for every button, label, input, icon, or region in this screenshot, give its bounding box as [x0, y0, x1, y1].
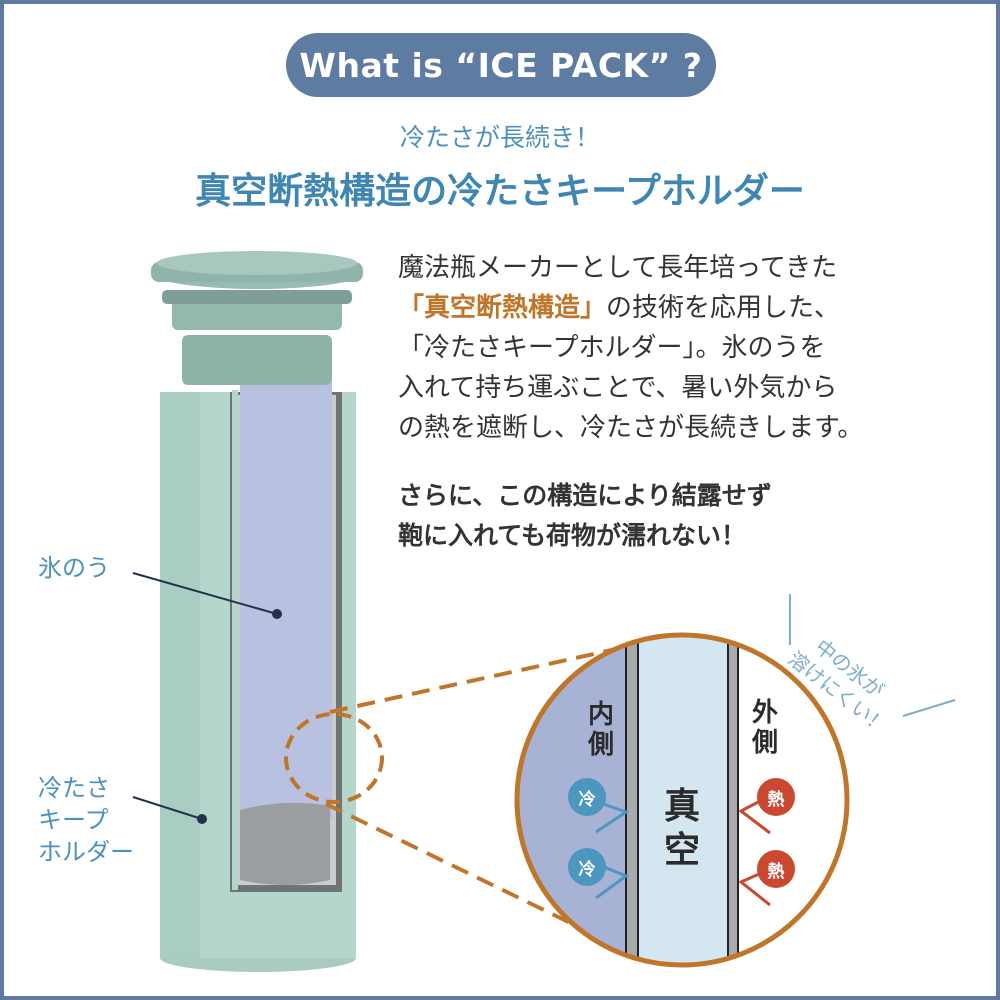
- heat-badge: 熱: [767, 790, 785, 810]
- description: 魔法瓶メーカーとして長年培ってきた 「真空断熱構造」の技術を応用した、 「冷たさ…: [398, 248, 863, 448]
- description-text: の技術を応用した、: [606, 293, 841, 323]
- holder-label-line: ホルダー: [38, 838, 134, 866]
- heading: 真空断熱構造の冷たさキープホルダー: [195, 171, 805, 212]
- zoom-focus-circle: [284, 712, 384, 804]
- bottle-illustration: [151, 251, 363, 972]
- subtitle: 冷たさが長続き！: [399, 123, 600, 152]
- description-line: 「冷たさキープホルダー」。氷のうを: [398, 333, 826, 363]
- emphasis: さらに、この構造により結露せず 鞄に入れても荷物が濡れない！: [398, 476, 772, 556]
- emphasis-line: 鞄に入れても荷物が濡れない！: [398, 521, 747, 550]
- holder-label-line: 冷たさ: [38, 774, 110, 802]
- cold-badge: 冷: [578, 860, 596, 880]
- holder-label: 冷たさ キープ ホルダー: [38, 772, 134, 868]
- heat-badge: 熱: [767, 862, 785, 882]
- description-line: の熱を遮断し、冷たさが長続きします。: [398, 413, 864, 443]
- outer-side-label: 外側: [752, 698, 779, 758]
- title-pill: What is “ICE PACK” ?: [286, 33, 716, 97]
- holder-pointer-dot: [197, 814, 207, 824]
- vacuum-label: 真空: [664, 786, 701, 871]
- description-line: 魔法瓶メーカーとして長年培ってきた: [398, 253, 838, 283]
- ice-bag-leader-line: [132, 572, 278, 615]
- ice-bag-label: 氷のう: [38, 554, 110, 582]
- emphasis-line: さらに、この構造により結露せず: [398, 481, 772, 510]
- magnify-circle: [514, 632, 850, 968]
- inner-side-label: 内側: [588, 700, 615, 760]
- ice-bag-pointer-dot: [272, 609, 282, 619]
- highlight-text: 「真空断熱構造」: [398, 293, 607, 323]
- holder-label-line: キープ: [38, 806, 109, 834]
- description-line: 「真空断熱構造」の技術を応用した、: [398, 288, 863, 328]
- holder-leader-line: [132, 796, 203, 820]
- description-line: 入れて持ち運ぶことで、暑い外気から: [398, 373, 838, 403]
- cold-badge: 冷: [578, 790, 596, 810]
